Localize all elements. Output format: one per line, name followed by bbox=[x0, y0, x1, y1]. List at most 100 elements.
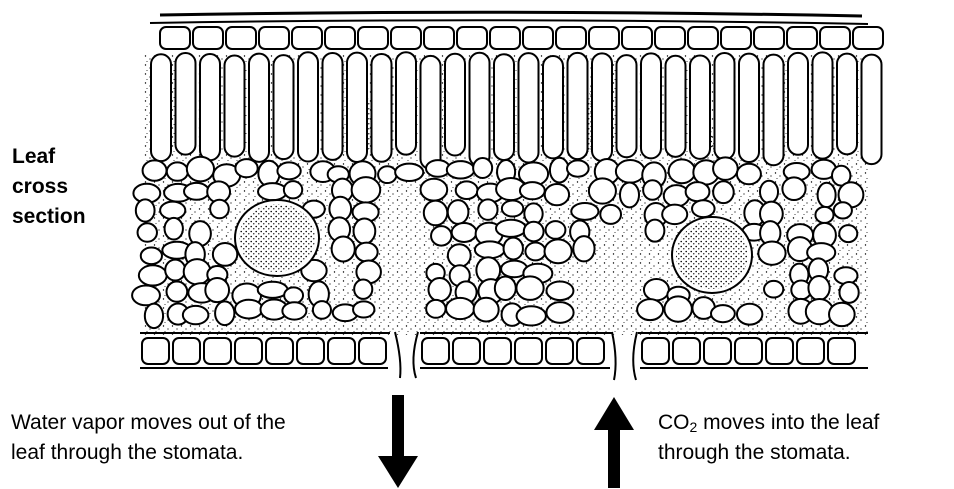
spongy-cell bbox=[354, 280, 372, 299]
spongy-cell bbox=[686, 182, 710, 201]
palisade-cell bbox=[494, 54, 514, 160]
co2-prefix: CO bbox=[658, 411, 690, 434]
lower-epidermis-cell bbox=[766, 338, 793, 364]
lower-epidermis-cell bbox=[642, 338, 669, 364]
spongy-cell bbox=[834, 202, 852, 218]
spongy-cell bbox=[546, 221, 566, 239]
spongy-cell bbox=[616, 160, 645, 183]
lower-epidermis-cell bbox=[266, 338, 293, 364]
upper-epidermis-cell bbox=[787, 27, 817, 49]
spongy-cell bbox=[502, 201, 523, 217]
spongy-cell bbox=[737, 304, 762, 325]
spongy-cell bbox=[136, 199, 155, 221]
spongy-cell bbox=[478, 199, 497, 220]
co2-suffix: moves into the leaf bbox=[697, 411, 879, 434]
spongy-cell bbox=[829, 303, 855, 326]
spongy-cell bbox=[165, 260, 185, 281]
lower-epidermis-cell bbox=[328, 338, 355, 364]
spongy-cell bbox=[550, 158, 569, 183]
palisade-cell bbox=[837, 54, 857, 155]
spongy-cell bbox=[713, 181, 734, 203]
spongy-cell bbox=[643, 180, 662, 200]
co2-caption-line-1: CO2 moves into the leaf bbox=[658, 408, 948, 438]
palisade-cell bbox=[347, 53, 367, 162]
palisade-cell bbox=[617, 55, 637, 157]
palisade-cell bbox=[372, 54, 392, 162]
spongy-cell bbox=[354, 218, 376, 243]
spongy-cell bbox=[183, 306, 209, 324]
spongy-cell bbox=[284, 287, 303, 303]
palisade-cell bbox=[298, 52, 318, 161]
spongy-cell bbox=[184, 183, 209, 200]
upper-epidermis bbox=[160, 27, 883, 49]
spongy-cell bbox=[277, 162, 300, 179]
upper-epidermis-cell bbox=[226, 27, 256, 49]
upper-epidermis-cell bbox=[523, 27, 553, 49]
lower-epidermis-cell bbox=[204, 338, 231, 364]
palisade-cell bbox=[396, 52, 416, 154]
spongy-cell bbox=[448, 244, 471, 267]
upper-epidermis-cell bbox=[160, 27, 190, 49]
upper-epidermis-cell bbox=[655, 27, 685, 49]
lower-epidermis-cell bbox=[546, 338, 573, 364]
palisade-cell bbox=[592, 53, 612, 161]
spongy-cell bbox=[215, 301, 234, 325]
palisade-cell bbox=[445, 54, 465, 156]
lower-epidermis-cell bbox=[577, 338, 604, 364]
spongy-cell bbox=[456, 181, 478, 199]
spongy-cell bbox=[282, 302, 306, 319]
spongy-cell bbox=[205, 278, 229, 302]
spongy-cell bbox=[141, 248, 162, 265]
upper-epidermis-cell bbox=[853, 27, 883, 49]
spongy-cell bbox=[567, 160, 589, 176]
palisade-cell bbox=[641, 53, 661, 158]
stoma-right bbox=[612, 332, 637, 380]
water-caption-line-1: Water vapor moves out of the bbox=[11, 408, 391, 438]
upper-epidermis-cell bbox=[622, 27, 652, 49]
spongy-cell bbox=[332, 236, 355, 261]
spongy-cell bbox=[475, 241, 505, 258]
upper-epidermis-cell bbox=[721, 27, 751, 49]
spongy-cell bbox=[834, 267, 857, 284]
lower-epidermis-cell bbox=[673, 338, 700, 364]
spongy-cell bbox=[167, 162, 188, 180]
lower-epidermis-cell bbox=[173, 338, 200, 364]
spongy-cell bbox=[395, 164, 423, 181]
spongy-cell bbox=[426, 300, 445, 318]
spongy-cell bbox=[571, 203, 598, 220]
spongy-cell bbox=[808, 276, 829, 300]
spongy-cell bbox=[496, 220, 526, 237]
lower-epidermis-cell bbox=[735, 338, 762, 364]
spongy-cell bbox=[711, 305, 735, 322]
spongy-cell bbox=[782, 177, 805, 200]
spongy-cell bbox=[352, 177, 381, 202]
palisade-cell bbox=[176, 53, 196, 155]
spongy-cell bbox=[692, 200, 715, 217]
spongy-cell bbox=[138, 223, 157, 242]
palisade-cell bbox=[715, 53, 735, 160]
spongy-cell bbox=[504, 238, 523, 260]
upper-epidermis-cell bbox=[325, 27, 355, 49]
palisade-cell bbox=[862, 55, 882, 165]
upper-epidermis-cell bbox=[490, 27, 520, 49]
palisade-cell bbox=[739, 54, 759, 162]
palisade-cell bbox=[764, 55, 784, 166]
palisade-cell bbox=[543, 56, 563, 158]
palisade-cell bbox=[813, 52, 833, 158]
spongy-cell bbox=[210, 200, 229, 219]
spongy-cell bbox=[758, 241, 785, 264]
upper-epidermis-cell bbox=[688, 27, 718, 49]
spongy-cell bbox=[669, 159, 695, 183]
spongy-cell bbox=[815, 207, 833, 223]
spongy-cell bbox=[446, 298, 474, 319]
stoma-left bbox=[395, 332, 418, 378]
lower-epidermis-cell bbox=[828, 338, 855, 364]
palisade-cell bbox=[151, 54, 171, 161]
spongy-cell bbox=[353, 301, 374, 317]
co2-arrow bbox=[594, 397, 634, 488]
spongy-cell bbox=[184, 259, 211, 284]
spongy-cell bbox=[213, 243, 237, 266]
spongy-cell bbox=[145, 304, 163, 329]
palisade-cell bbox=[568, 53, 588, 159]
upper-epidermis-cell bbox=[589, 27, 619, 49]
